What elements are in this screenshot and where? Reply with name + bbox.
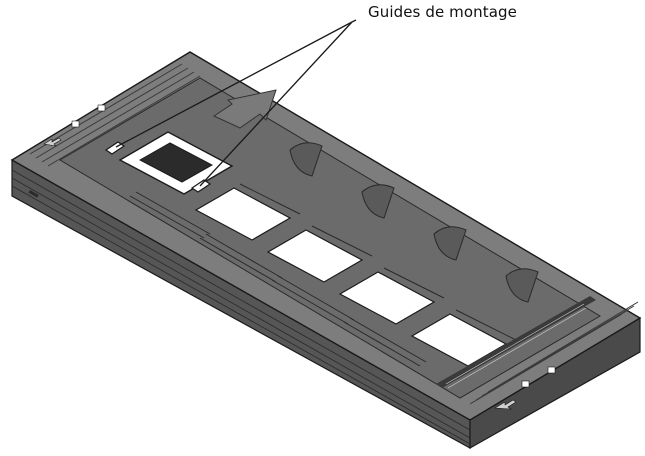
arrow-left-icon	[43, 137, 62, 147]
callout-leader-lines	[115, 19, 357, 187]
slide-window-3	[338, 271, 436, 325]
front-wall-slot	[28, 190, 39, 198]
slide-mount-icon	[118, 131, 234, 195]
end-markers	[71, 104, 556, 388]
callout-line-left	[115, 21, 353, 148]
arrow-right-icon	[494, 399, 517, 410]
left-end-ribs	[29, 63, 201, 167]
slide-windows	[194, 187, 508, 367]
insertion-arrow-icon	[212, 89, 277, 129]
printed-label-strip	[436, 296, 596, 388]
mounting-guide-right	[190, 179, 212, 193]
right-end-ribs	[469, 301, 639, 405]
printed-label-lines	[445, 303, 587, 389]
callout-line-right	[199, 21, 353, 187]
thumb-cutouts	[289, 142, 539, 303]
slot-rails	[129, 183, 517, 367]
slide-window-2	[266, 229, 364, 283]
callout-label-mounting-guides: Guides de montage	[368, 3, 517, 21]
mounting-guides	[104, 141, 212, 193]
front-wall-grooves	[11, 169, 471, 445]
film-holder-tray	[10, 51, 642, 450]
slide-window-1	[194, 187, 292, 241]
